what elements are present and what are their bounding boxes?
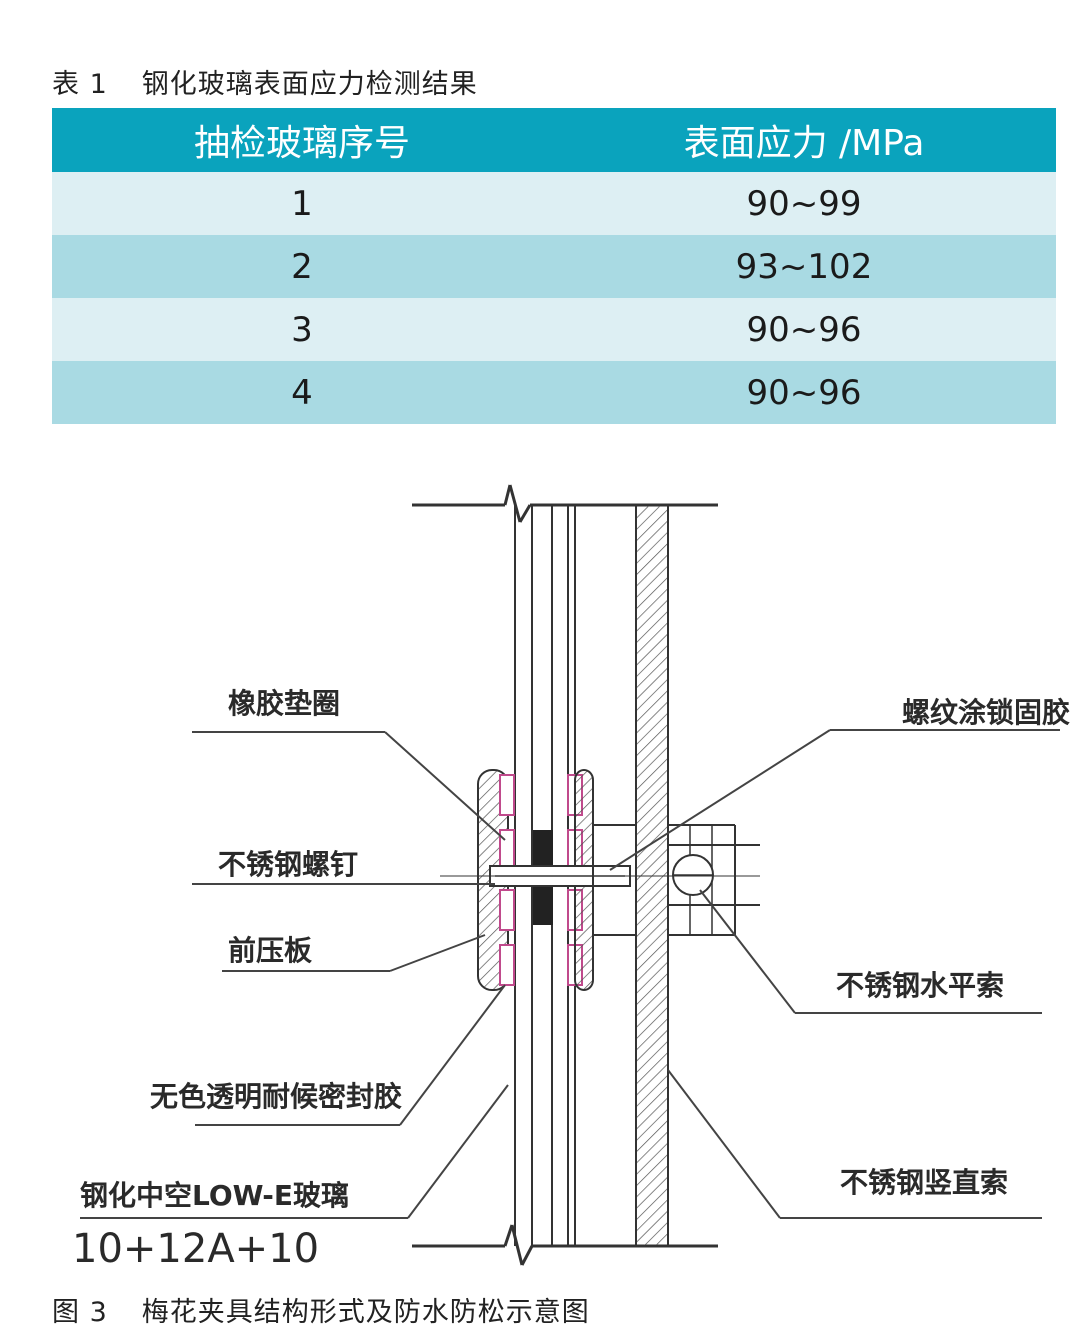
cell-sample: 2: [291, 246, 313, 287]
cell-stress: 90~96: [746, 372, 862, 413]
label-stainless-screw: 不锈钢螺钉: [218, 848, 358, 881]
label-horizontal-cable: 不锈钢水平索: [836, 969, 1004, 1002]
label-vertical-cable: 不锈钢竖直索: [840, 1166, 1008, 1199]
table-row: 4 90~96: [52, 361, 1056, 424]
header-surface-stress: 表面应力 /MPa: [683, 123, 925, 164]
cell-sample: 4: [291, 372, 313, 413]
figure-caption: 图 3 梅花夹具结构形式及防水防松示意图: [52, 1290, 590, 1329]
clamp-assembly: [440, 769, 760, 991]
cell-stress: 90~99: [746, 183, 862, 224]
figure-caption-title: 梅花夹具结构形式及防水防松示意图: [141, 1297, 590, 1328]
label-rubber-gasket: 橡胶垫圈: [228, 687, 340, 720]
table-caption-title: 钢化玻璃表面应力检测结果: [141, 69, 478, 100]
table-caption-number: 表 1: [52, 69, 108, 100]
clamp-structure-diagram: 橡胶垫圈 不锈钢螺钉 前压板 无色透明耐候密封胶 钢化中空LOW-E玻璃 10+…: [72, 484, 1070, 1272]
leader-lines: [80, 729, 1060, 1219]
table-row: 2 93~102: [52, 235, 1056, 298]
label-thread-glue: 螺纹涂锁固胶: [902, 696, 1070, 729]
cell-sample: 3: [291, 309, 313, 350]
table-header-row: 抽检玻璃序号 表面应力 /MPa: [52, 108, 1056, 172]
cell-sample: 1: [291, 183, 313, 224]
label-glass-line1: 钢化中空LOW-E玻璃: [80, 1179, 349, 1212]
break-lines: [412, 484, 718, 1266]
stress-table: 抽检玻璃序号 表面应力 /MPa 1 90~99 2 93~102 3 90~9…: [52, 108, 1056, 424]
label-sealant: 无色透明耐候密封胶: [150, 1080, 402, 1113]
label-front-plate: 前压板: [228, 934, 312, 967]
figure-caption-number: 图 3: [52, 1297, 108, 1328]
table-caption: 表 1 钢化玻璃表面应力检测结果: [52, 62, 478, 101]
cell-stress: 90~96: [746, 309, 862, 350]
label-glass-line2: 10+12A+10: [72, 1226, 319, 1272]
cell-stress: 93~102: [735, 246, 873, 287]
table-row: 3 90~96: [52, 298, 1056, 361]
table-row: 1 90~99: [52, 172, 1056, 235]
header-sample-number: 抽检玻璃序号: [193, 123, 410, 164]
